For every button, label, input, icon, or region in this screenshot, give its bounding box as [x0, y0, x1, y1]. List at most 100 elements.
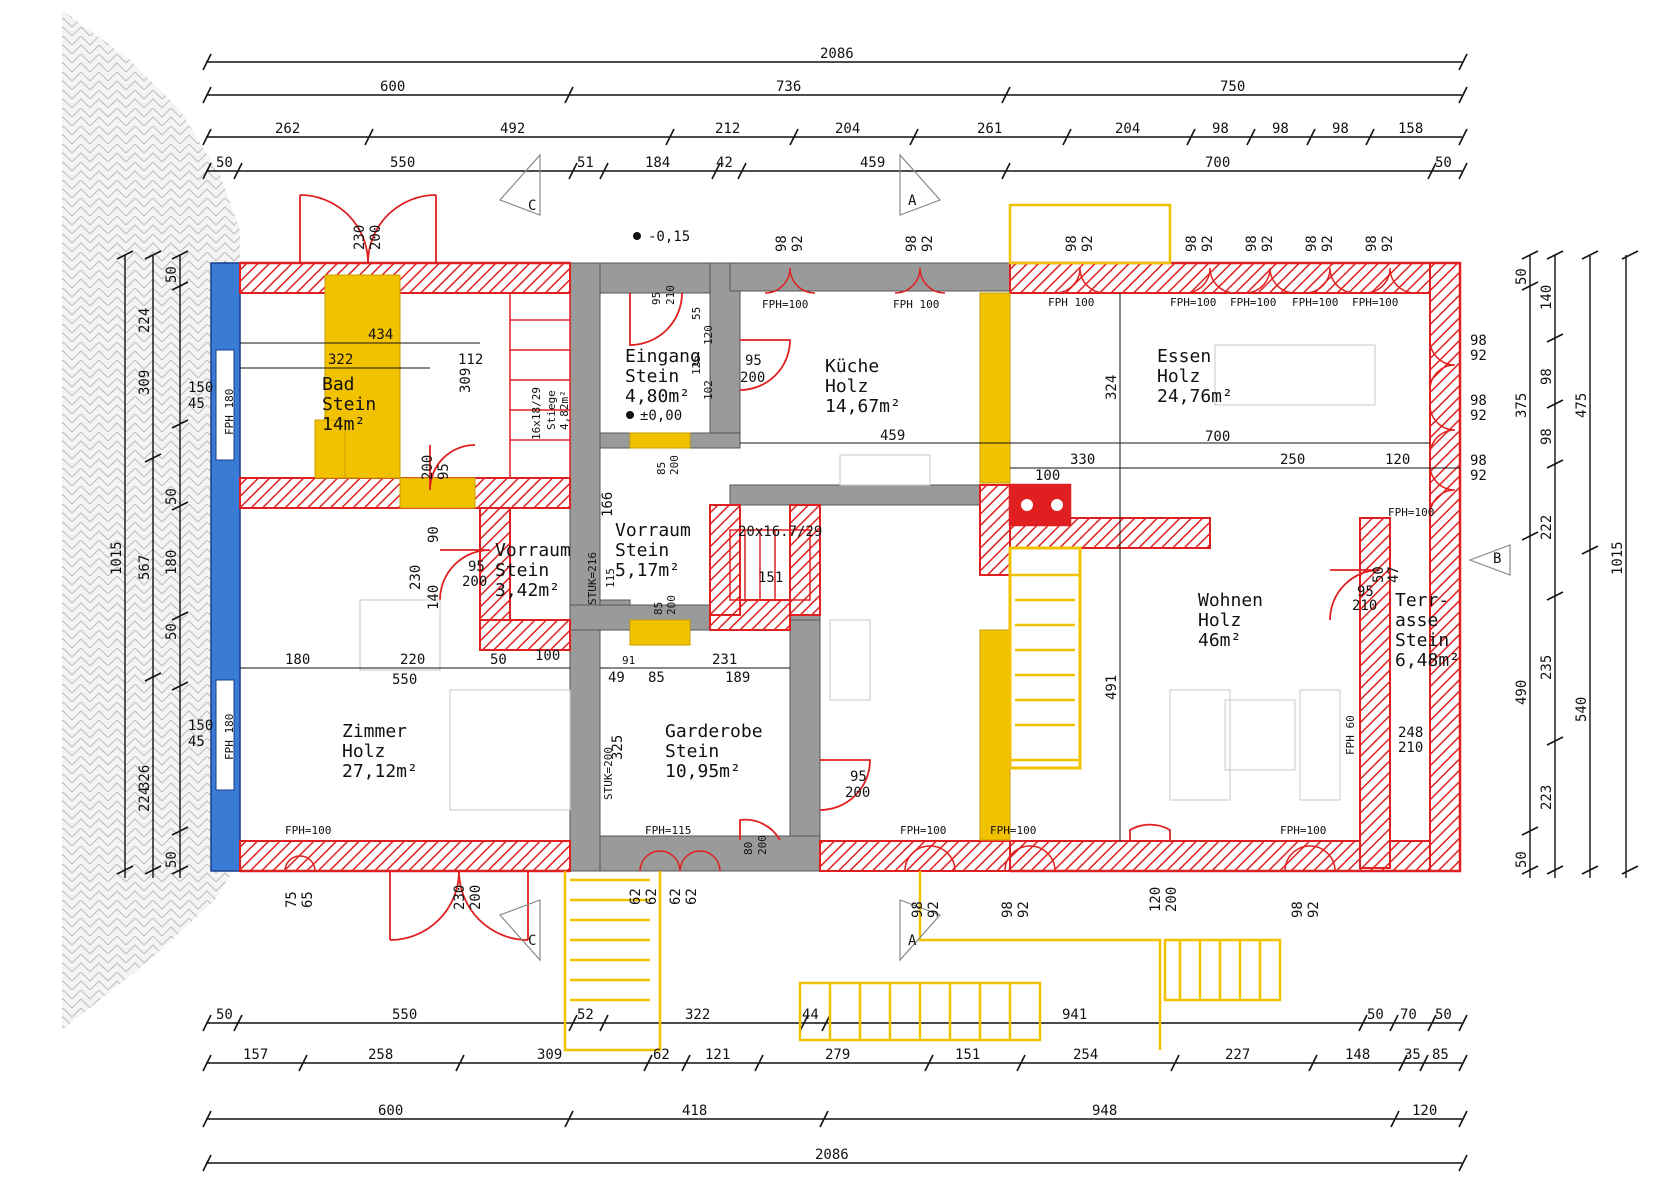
dim-bad-434: 434 — [368, 327, 393, 343]
room-garderobe-name: Garderobe — [665, 721, 763, 742]
dim-row-100: 100 — [1035, 468, 1060, 484]
door-bottom-230: 230 — [452, 885, 468, 910]
dim-r2-98b: 98 — [1272, 121, 1289, 137]
win-k2-92: 92 — [920, 235, 936, 252]
door-wohn-200: 200 — [1164, 887, 1180, 912]
room-wohnen-name: Wohnen — [1198, 590, 1263, 611]
win-e5-92: 92 — [1380, 235, 1396, 252]
dim-b2-258: 258 — [368, 1047, 393, 1063]
window-dims: 98 92 98 92 98 92 98 92 98 92 98 92 98 9… — [188, 235, 1487, 918]
win-b2-98: 98 — [1000, 901, 1016, 918]
door-55: 55 — [690, 307, 703, 320]
blue-wall-windows — [215, 349, 235, 791]
dim-r3-50: 50 — [216, 155, 233, 171]
dim-right-98b: 98 — [1539, 428, 1555, 445]
dim-r3-184: 184 — [645, 155, 670, 171]
win-r1-98: 98 — [1470, 333, 1487, 349]
dim-stiege-label: Stiege — [545, 390, 558, 430]
dim-b2-227: 227 — [1225, 1047, 1250, 1063]
section-b-label: B — [1493, 551, 1501, 567]
room-eingang-area: 4,80m² — [625, 386, 690, 407]
win-e4-98: 98 — [1304, 235, 1320, 252]
level-zero: ±0,00 — [640, 408, 682, 424]
room-bad-floor: Stein — [322, 394, 376, 415]
dim-vor-115: 115 — [604, 568, 617, 588]
stairs-bad — [509, 292, 571, 479]
dim-r2-98c: 98 — [1332, 121, 1349, 137]
dim-right-235: 235 — [1539, 655, 1555, 680]
win-r3-92: 92 — [1470, 468, 1487, 484]
room-vorraum2-name: Vorraum — [615, 520, 691, 541]
room-bad-area: 14m² — [322, 414, 365, 435]
door-80: 80 — [742, 842, 755, 855]
dim-r3-51: 51 — [577, 155, 594, 171]
dim-gard-231: 231 — [712, 652, 737, 668]
dim-left-50b: 50 — [164, 488, 180, 505]
win-e2-92: 92 — [1200, 235, 1216, 252]
door-eingang-95: 95 — [650, 292, 663, 305]
room-vorraum1-name: Vorraum — [495, 540, 571, 561]
dim-r2-158: 158 — [1398, 121, 1423, 137]
dim-left-50a: 50 — [164, 266, 180, 283]
room-kueche-area: 14,67m² — [825, 396, 901, 417]
dim-terr-50: 50 — [1371, 566, 1387, 583]
dim-b1-941: 941 — [1062, 1007, 1087, 1023]
dim-b3-600: 600 — [378, 1103, 403, 1119]
dim-right-1015: 1015 — [1610, 541, 1626, 575]
stairs-vorraum — [729, 529, 811, 601]
door-wohn-120: 120 — [1148, 887, 1164, 912]
fph-k1: FPH=100 — [762, 298, 808, 311]
fph-b3: FPH=100 — [1280, 824, 1326, 837]
dim-left-567: 567 — [137, 555, 153, 580]
room-terrasse-floor: asse — [1395, 610, 1438, 631]
dim-top-total: 2086 — [820, 46, 854, 62]
door-vor-200: 200 — [462, 574, 487, 590]
room-essen-area: 24,76m² — [1157, 386, 1233, 407]
door-125: 125 — [690, 355, 703, 375]
room-bad-name: Bad — [322, 374, 355, 395]
fph-e2: FPH=100 — [1170, 296, 1216, 309]
dim-right-475: 475 — [1574, 393, 1590, 418]
win-e5-98: 98 — [1364, 235, 1380, 252]
fph-left1: FPH 180 — [223, 389, 236, 435]
win-e1-92: 92 — [1080, 235, 1096, 252]
level-markers — [626, 232, 641, 419]
fph-right60: FPH 60 — [1344, 715, 1357, 755]
dim-top-736: 736 — [776, 79, 801, 95]
room-zimmer-name: Zimmer — [342, 721, 407, 742]
dim-b2-254: 254 — [1073, 1047, 1098, 1063]
win-e3-98: 98 — [1244, 235, 1260, 252]
door-eing-200: 200 — [668, 455, 681, 475]
stuk-200: STUK=200 — [602, 747, 615, 800]
dim-essen-324: 324 — [1104, 375, 1120, 400]
fph-g: FPH=115 — [645, 824, 691, 837]
left-dimensions: 1015 309 567 326 50 224 50 180 50 224 50 — [109, 266, 180, 868]
dim-b2-35: 35 — [1404, 1047, 1421, 1063]
room-wohnen-floor: Holz — [1198, 610, 1241, 631]
dim-stiege: 16x18/29 — [530, 387, 543, 440]
dim-right-375: 375 — [1514, 393, 1530, 418]
win-e2-98: 98 — [1184, 235, 1200, 252]
fph-k2: FPH 100 — [893, 298, 939, 311]
win-left-150a: 150 — [188, 380, 213, 396]
dim-left-224b: 224 — [137, 787, 153, 812]
room-terrasse-name: Terr- — [1395, 590, 1449, 611]
dim-gard-91: 91 — [622, 654, 635, 667]
dim-r3-50b: 50 — [1435, 155, 1452, 171]
win-g1-62: 62 — [628, 888, 644, 905]
dimension-ticks — [116, 53, 1639, 1172]
dim-essen-700: 700 — [1205, 429, 1230, 445]
dim-wohn-248: 248 — [1398, 725, 1423, 741]
room-labels: Bad Stein 14m² Eingang Stein 4,80m² Küch… — [322, 346, 1460, 782]
win-left-150b: 150 — [188, 718, 213, 734]
room-eingang-floor: Stein — [625, 366, 679, 387]
dim-vor-140: 140 — [426, 585, 442, 610]
fph-b2: FPH=100 — [990, 824, 1036, 837]
door-120: 120 — [702, 325, 715, 345]
dim-b1-50: 50 — [216, 1007, 233, 1023]
fph-left2: FPH 180 — [223, 714, 236, 760]
dim-right-140: 140 — [1539, 285, 1555, 310]
dim-left-50c: 50 — [164, 623, 180, 640]
dim-kueche-459: 459 — [880, 428, 905, 444]
